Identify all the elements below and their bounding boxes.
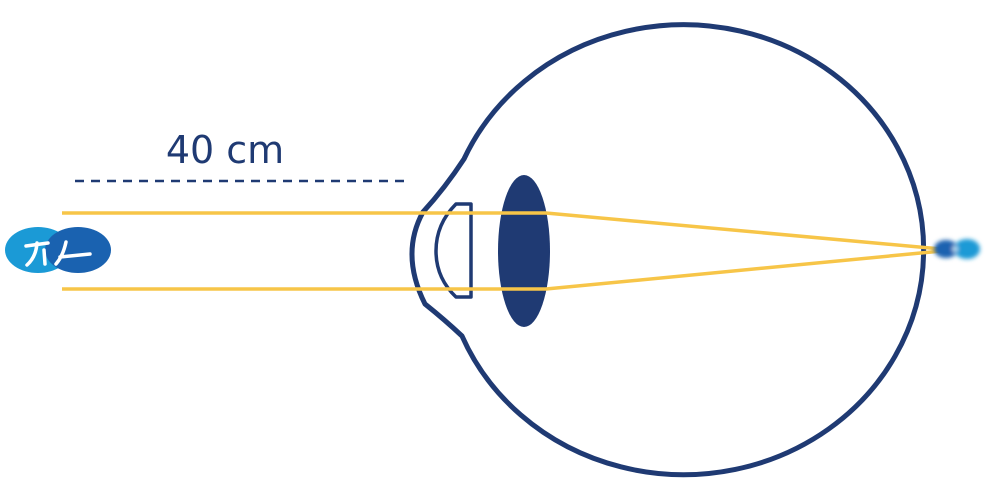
cornea-shape xyxy=(434,202,473,299)
blurred-image-icon xyxy=(934,239,980,259)
logo-icon xyxy=(5,227,111,273)
crystalline-lens xyxy=(498,175,550,327)
distance-label: 40 cm xyxy=(165,128,285,172)
eyeball-outline xyxy=(409,22,927,478)
refracted-ray-bottom xyxy=(545,248,953,291)
refracted-ray-top xyxy=(545,211,953,252)
